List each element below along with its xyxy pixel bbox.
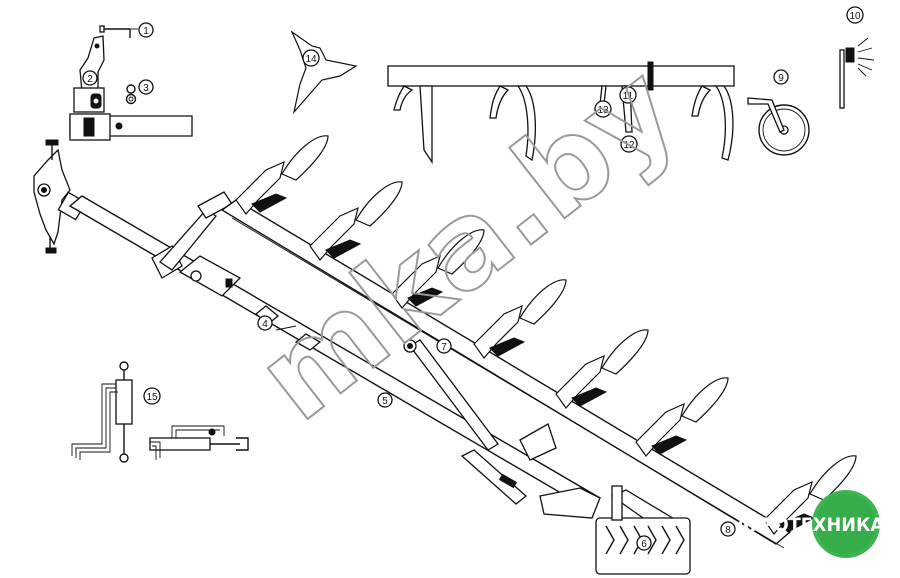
svg-text:5: 5 — [382, 396, 388, 407]
callout-4: 4 — [257, 315, 273, 331]
svg-text:10: 10 — [849, 11, 861, 22]
svg-text:11: 11 — [623, 91, 634, 102]
svg-text:8: 8 — [725, 525, 731, 536]
callout-8: 8 — [720, 521, 736, 537]
brace — [159, 191, 233, 271]
plough-body-1 — [235, 135, 329, 215]
svg-text:7: 7 — [441, 342, 447, 353]
callout-5: 5 — [377, 392, 393, 408]
plough-body-2 — [309, 181, 403, 261]
plough-frame — [220, 199, 792, 549]
logo-text: АГРОТЕХНИКА — [736, 514, 884, 536]
callout-15: 15 — [143, 387, 161, 405]
callout-7: 7 — [436, 338, 452, 354]
plough-body-4 — [473, 279, 567, 359]
part-1-pin — [99, 25, 138, 38]
svg-text:9: 9 — [778, 73, 784, 84]
svg-text:6: 6 — [641, 539, 647, 550]
svg-text:2: 2 — [87, 74, 93, 85]
part-6-transport-wheel — [595, 485, 691, 575]
part-14-share — [290, 30, 358, 115]
svg-text:15: 15 — [146, 392, 158, 403]
plough-headstock — [33, 139, 87, 254]
callout-12: 12 — [620, 135, 638, 153]
plough-bodies — [235, 135, 857, 535]
plough-body-7 — [763, 455, 857, 535]
callout-3: 3 — [138, 79, 154, 95]
part-2-bracket — [69, 35, 193, 141]
plough-body-3 — [391, 229, 485, 309]
callout-2: 2 — [82, 70, 98, 86]
callout-14: 14 — [302, 49, 320, 67]
svg-text:14: 14 — [305, 54, 317, 65]
svg-text:1: 1 — [143, 26, 149, 37]
main-beam — [68, 195, 602, 511]
callouts: 1 2 3 4 5 6 7 8 9 10 11 12 13 14 15 — [82, 6, 864, 551]
callout-10: 10 — [846, 6, 864, 24]
callout-9: 9 — [773, 69, 789, 85]
callout-1: 1 — [138, 22, 154, 38]
svg-text:4: 4 — [262, 319, 268, 330]
callout-13: 13 — [594, 100, 612, 118]
svg-text:13: 13 — [597, 105, 609, 116]
agrotechnika-logo: АГРОТЕХНИКА — [736, 490, 884, 558]
callout-11: 11 — [619, 86, 637, 104]
plough-body-6 — [635, 377, 729, 457]
svg-text:3: 3 — [143, 83, 149, 94]
part-15-hydraulic-cylinder — [71, 361, 249, 463]
part-3-washers — [125, 84, 137, 105]
plough-body-5 — [555, 329, 649, 409]
logo-circle — [812, 490, 880, 558]
part-9-depth-wheel — [747, 97, 810, 156]
part-10-light — [839, 37, 875, 109]
callout-6: 6 — [636, 535, 652, 551]
svg-text:12: 12 — [623, 140, 635, 151]
